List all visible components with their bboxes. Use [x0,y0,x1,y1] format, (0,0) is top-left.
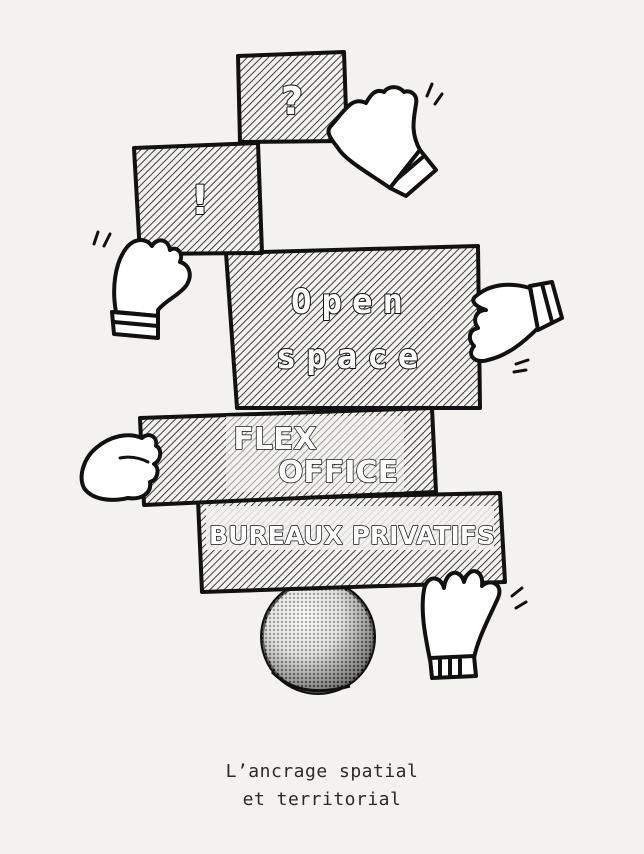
hand-top-right [326,82,444,198]
caption: L’ancrage spatial et territorial [0,758,644,814]
exclamation-block: ! [132,141,264,256]
caption-line-2: et territorial [242,789,402,810]
hand-bottom-right [420,569,528,680]
question-label: ? [281,79,303,123]
hand-right-middle [467,280,564,374]
flex-label-line1: FLEX [233,422,316,457]
hand-left-lower [79,433,163,502]
ball [260,579,376,695]
flex-label-line2: OFFICE [278,455,398,490]
caption-line-1: L’ancrage spatial [225,761,419,782]
hand-left-upper [92,230,192,340]
bureaux-privatifs-block: BUREAUX PRIVATIFS [196,491,507,594]
open-space-line2: space [276,337,428,377]
open-space-line1: Open [291,282,413,322]
exclamation-label: ! [191,178,209,224]
open-space-block: Open space [224,244,482,410]
bureaux-label: BUREAUX PRIVATIFS [209,521,495,550]
flex-office-block: FLEX OFFICE [138,406,438,507]
